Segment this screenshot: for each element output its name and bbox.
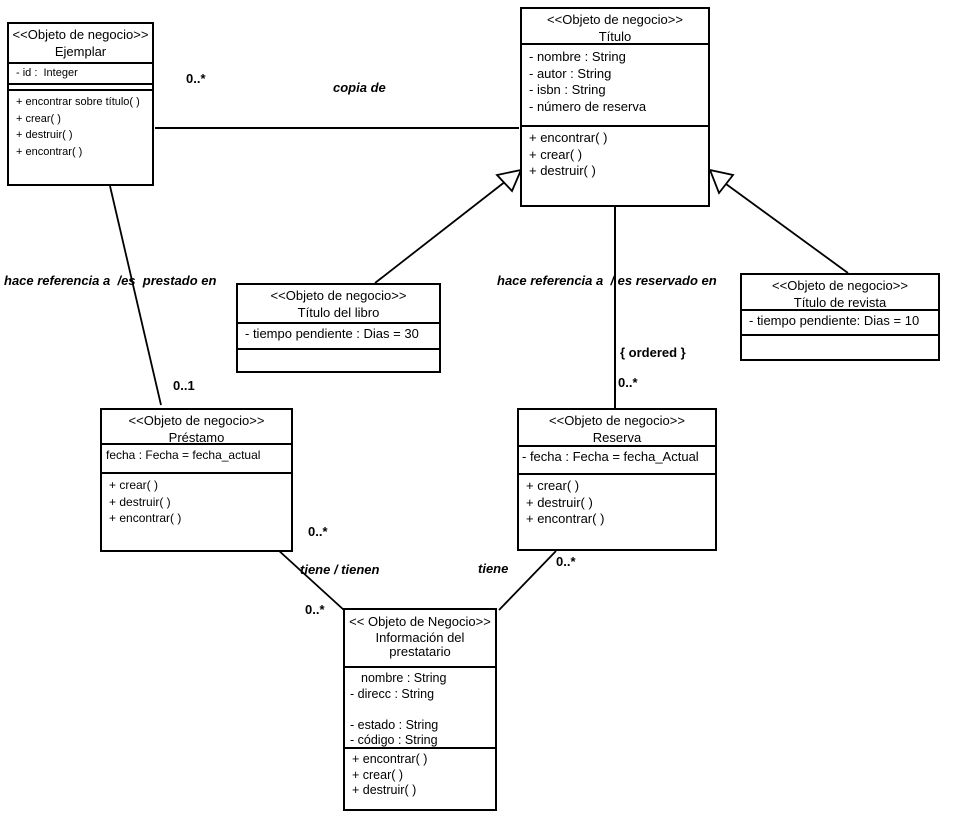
generalization-arrowhead-left xyxy=(495,168,523,193)
multiplicity-prestamo-bottom: 0..* xyxy=(308,524,328,539)
class-ejemplar: <<Objeto de negocio>> Ejemplar - id : In… xyxy=(7,22,154,186)
stereotype: <<Objeto de negocio>> xyxy=(547,12,683,27)
class-titulo-de-revista-methods xyxy=(742,334,938,359)
generalization-arrowhead-right xyxy=(708,168,735,195)
attribute: - id : Integer xyxy=(16,67,78,79)
method: + destruir( ) xyxy=(109,494,171,509)
class-informacion-methods: + encontrar( ) + crear( ) + destruir( ) xyxy=(345,747,495,809)
attribute: - autor : String xyxy=(529,65,612,81)
method: + destruir( ) xyxy=(529,163,596,178)
stereotype: << Objeto de Negocio>> xyxy=(349,614,491,629)
association-label-tiene: tiene xyxy=(478,561,509,576)
association-label-reservado: hace referencia a / es reservado en xyxy=(497,273,717,288)
class-titulo-header: <<Objeto de negocio>> Título xyxy=(522,9,708,44)
method: + encontrar( ) xyxy=(109,511,182,525)
association-tiene-line xyxy=(498,550,557,611)
attribute: - isbn : String xyxy=(529,82,606,97)
method: + crear( ) xyxy=(16,112,61,125)
class-name: Ejemplar xyxy=(54,43,107,59)
association-prestado-line xyxy=(109,185,162,406)
class-ejemplar-header: <<Objeto de negocio>> Ejemplar xyxy=(9,24,152,62)
multiplicity-copia-de: 0..* xyxy=(186,71,206,86)
attribute: - tiempo pendiente : Dias = 30 xyxy=(245,326,419,341)
method: + encontrar( ) xyxy=(526,511,605,526)
class-name: Título del libro xyxy=(297,304,380,320)
association-label-tiene-tienen: tiene / tienen xyxy=(300,562,380,577)
class-titulo-methods: + encontrar( ) + crear( ) + destruir( ) xyxy=(522,125,708,205)
class-titulo-de-revista-attributes: - tiempo pendiente: Dias = 10 xyxy=(742,309,938,334)
class-reserva-attributes: - fecha : Fecha = fecha_Actual xyxy=(519,445,715,473)
stereotype: <<Objeto de negocio>> xyxy=(772,278,908,293)
attribute: - tiempo pendiente: Dias = 10 xyxy=(749,313,920,328)
generalization-libro-line xyxy=(374,180,507,284)
generalization-revista-line xyxy=(725,183,849,274)
method: + destruir( ) xyxy=(526,494,593,510)
method: + destruir( ) xyxy=(352,783,417,797)
stereotype: <<Objeto de negocio>> xyxy=(270,288,407,303)
attribute: - fecha : Fecha = fecha_Actual xyxy=(522,449,699,464)
class-titulo-de-revista-header: <<Objeto de negocio>> Título de revista xyxy=(742,275,938,310)
class-ejemplar-methods: + encontrar sobre título( ) + crear( ) +… xyxy=(9,89,152,184)
class-name: Reserva xyxy=(592,429,642,445)
method: + crear( ) xyxy=(526,478,580,493)
method: + crear( ) xyxy=(529,146,583,162)
method: + encontrar( ) xyxy=(529,130,608,145)
compartment-divider xyxy=(9,83,152,89)
class-titulo-del-libro-attributes: - tiempo pendiente : Dias = 30 xyxy=(238,322,439,348)
class-titulo-del-libro: <<Objeto de negocio>> Título del libro -… xyxy=(236,283,441,373)
attribute: - estado : String xyxy=(350,717,439,732)
stereotype: <<Objeto de negocio>> xyxy=(549,413,685,428)
class-titulo-de-revista: <<Objeto de negocio>> Título de revista … xyxy=(740,273,940,361)
class-reserva-header: <<Objeto de negocio>> Reserva xyxy=(519,410,715,445)
class-prestamo-methods: + crear( ) + destruir( ) + encontrar( ) xyxy=(102,472,291,550)
stereotype: <<Objeto de negocio>> xyxy=(12,27,149,42)
method: + crear( ) xyxy=(352,767,404,782)
class-titulo-del-libro-methods xyxy=(238,348,439,371)
constraint-ordered: { ordered } xyxy=(620,345,686,360)
attribute-blank xyxy=(350,702,493,718)
attribute: - direcc : String xyxy=(350,686,435,701)
class-prestamo-header: <<Objeto de negocio>> Préstamo xyxy=(102,410,291,445)
method: + destruir( ) xyxy=(16,129,73,141)
class-name: Información del prestatario xyxy=(375,629,465,659)
multiplicity-reserva-bottom: 0..* xyxy=(556,554,576,569)
class-informacion-attributes: nombre : String - direcc : String - esta… xyxy=(345,666,495,747)
multiplicity-prestamo: 0..1 xyxy=(173,378,195,393)
class-reserva-methods: + crear( ) + destruir( ) + encontrar( ) xyxy=(519,473,715,549)
method: + encontrar( ) xyxy=(16,145,83,158)
class-name: Préstamo xyxy=(168,429,225,445)
class-informacion-del-prestatario: << Objeto de Negocio>> Información del p… xyxy=(343,608,497,811)
class-prestamo-attributes: fecha : Fecha = fecha_actual xyxy=(102,443,291,472)
class-prestamo: <<Objeto de negocio>> Préstamo fecha : F… xyxy=(100,408,293,552)
association-label-copia-de: copia de xyxy=(333,80,386,95)
multiplicity-reserva-top: 0..* xyxy=(618,375,638,390)
class-reserva: <<Objeto de negocio>> Reserva - fecha : … xyxy=(517,408,717,551)
attribute: fecha : Fecha = fecha_actual xyxy=(106,448,261,462)
method: + encontrar sobre título( ) xyxy=(16,96,140,108)
association-label-prestado: hace referencia a /es prestado en xyxy=(4,273,217,288)
association-tiene-tienen-line xyxy=(276,548,346,612)
class-name: Título de revista xyxy=(793,294,887,310)
class-titulo-attributes: - nombre : String - autor : String - isb… xyxy=(522,43,708,125)
attribute: - nombre : String xyxy=(529,49,626,64)
attribute: - código : String xyxy=(350,733,438,747)
method: + encontrar( ) xyxy=(352,752,428,766)
attribute: - número de reserva xyxy=(529,98,647,114)
method: + crear( ) xyxy=(109,478,159,492)
class-ejemplar-attributes: - id : Integer xyxy=(9,62,152,83)
class-titulo: <<Objeto de negocio>> Título - nombre : … xyxy=(520,7,710,207)
multiplicity-informacion-left: 0..* xyxy=(305,602,325,617)
attribute: nombre : String xyxy=(361,671,447,685)
class-titulo-del-libro-header: <<Objeto de negocio>> Título del libro xyxy=(238,285,439,322)
class-name: Título xyxy=(598,28,632,44)
class-informacion-header: << Objeto de Negocio>> Información del p… xyxy=(345,610,495,666)
stereotype: <<Objeto de negocio>> xyxy=(128,413,265,428)
